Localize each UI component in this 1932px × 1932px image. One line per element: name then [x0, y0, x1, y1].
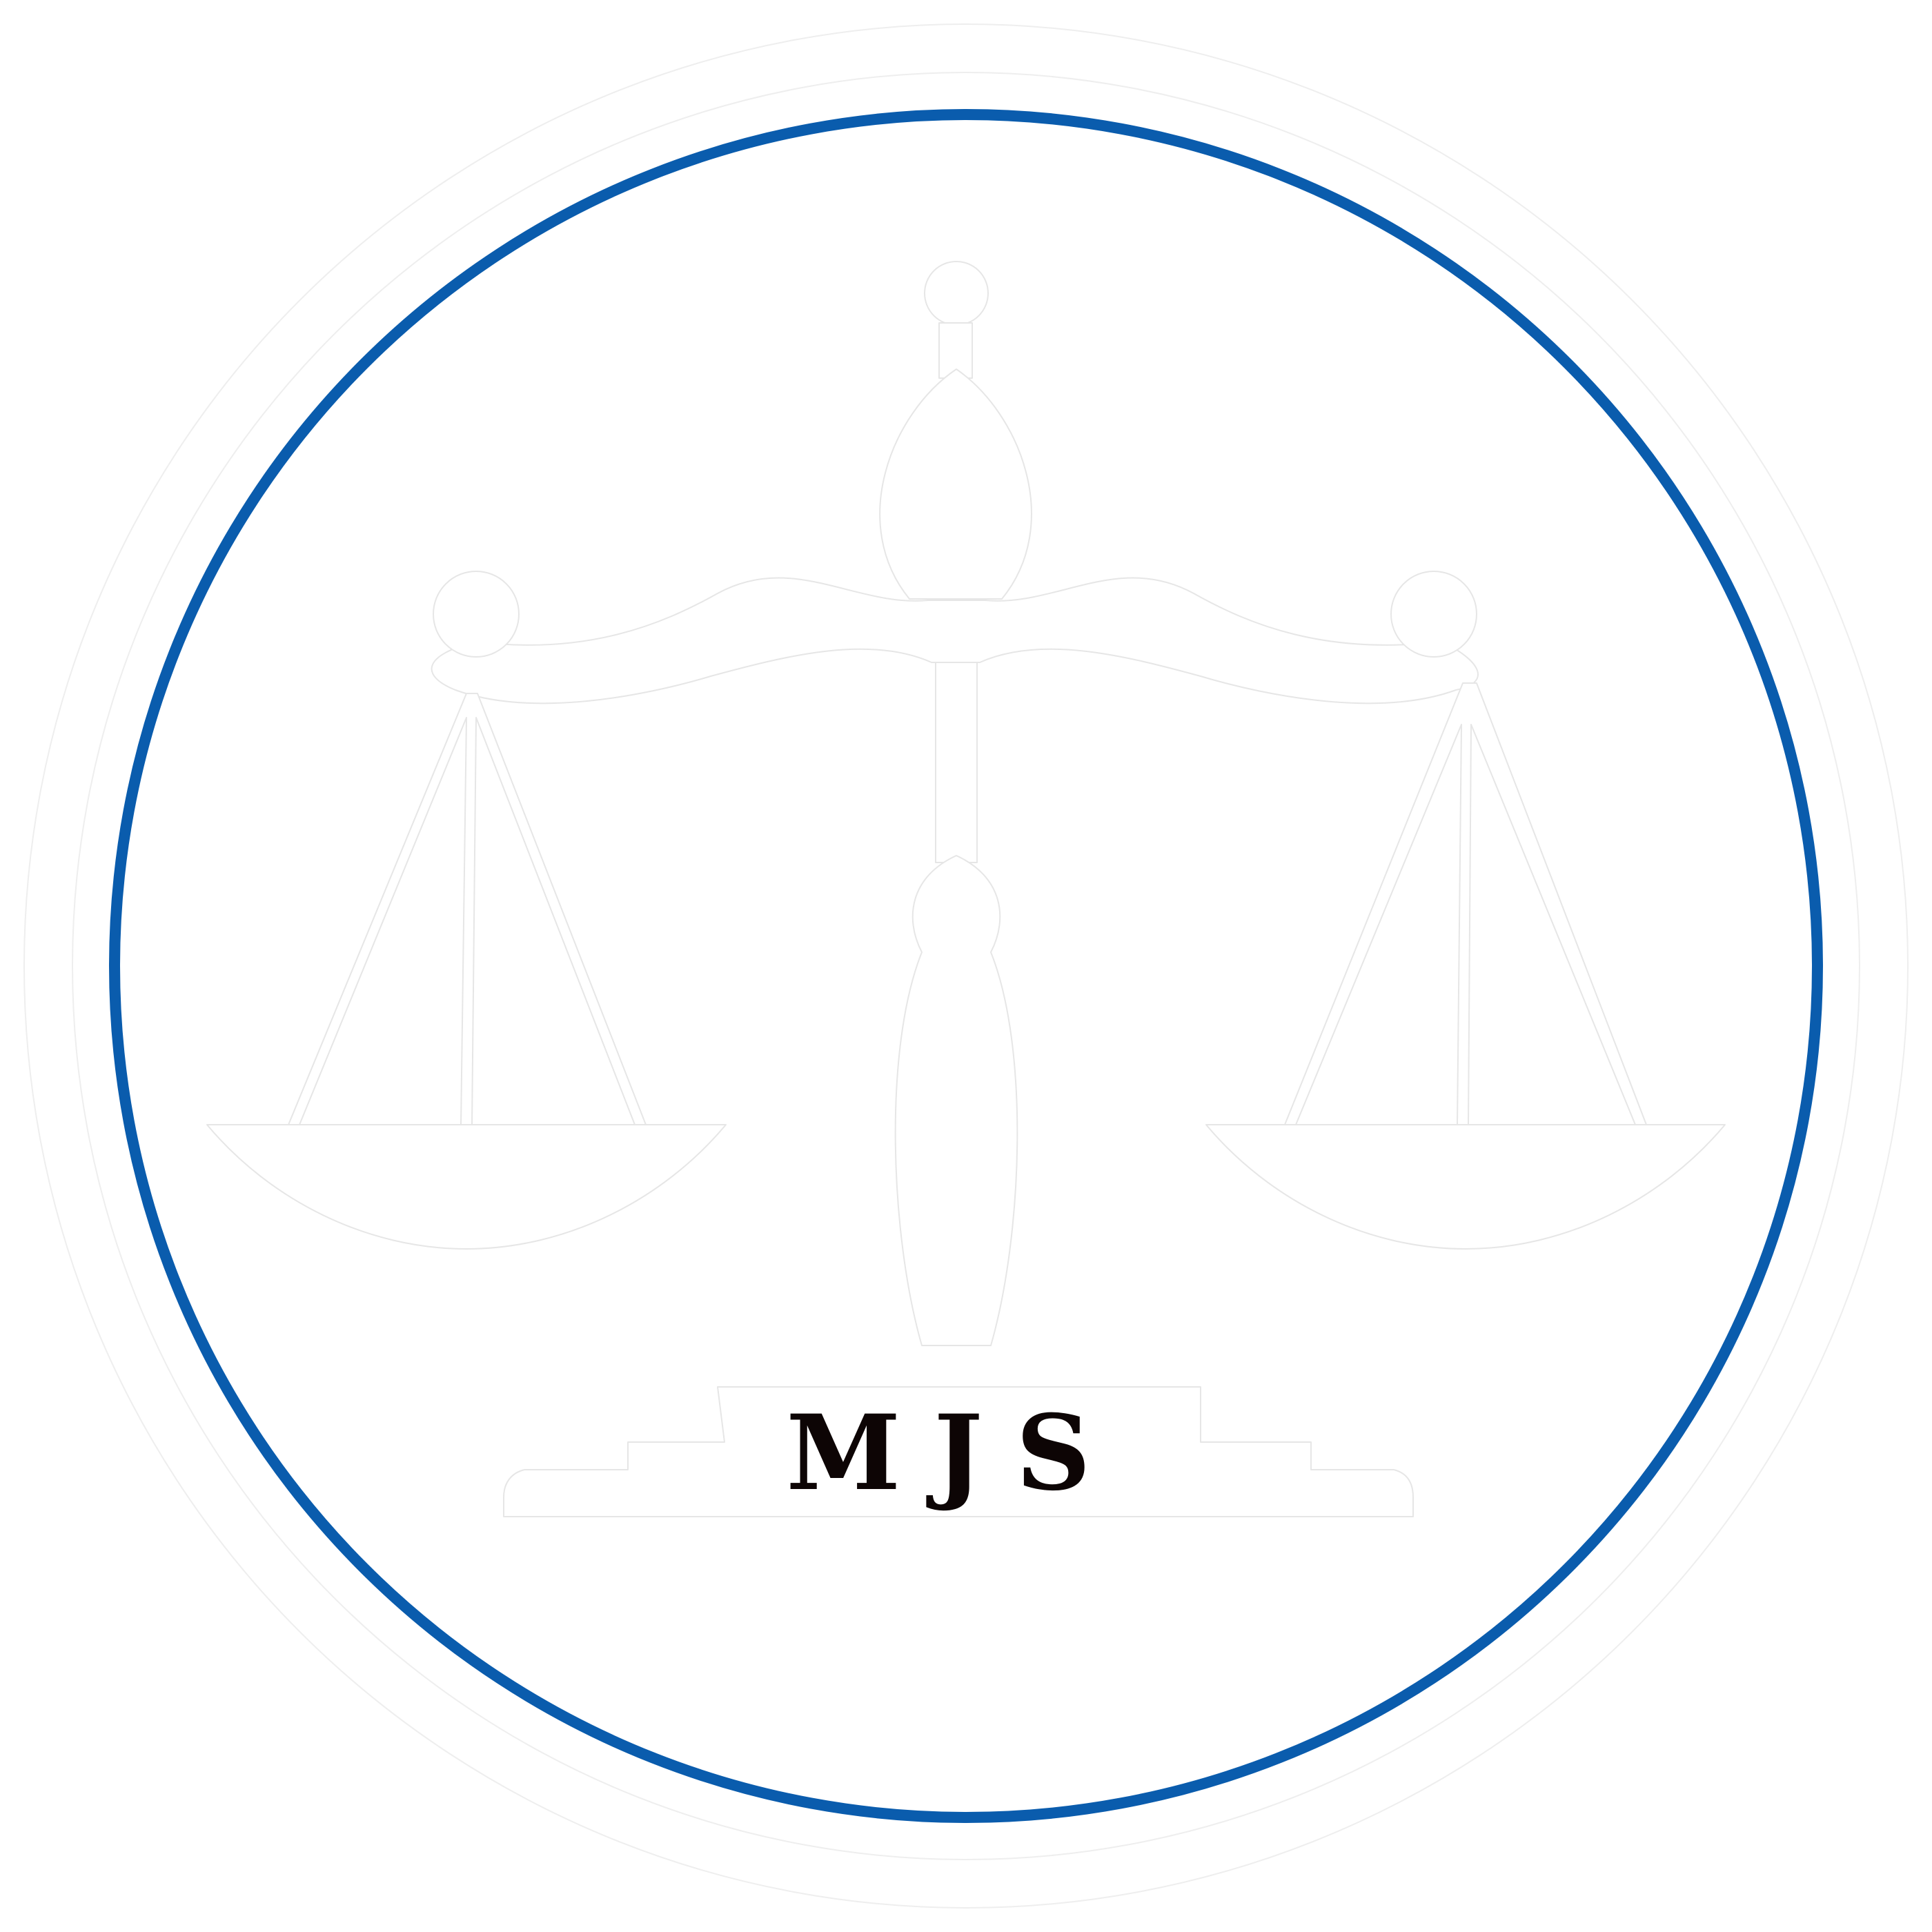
inner-faint-ring: [72, 72, 1860, 1860]
outer-faint-ring: [23, 23, 1909, 1909]
logo-letters: MJS: [786, 1392, 1123, 1514]
blue-ring: [109, 109, 1823, 1823]
scales-of-justice-icon: [206, 261, 1726, 1517]
